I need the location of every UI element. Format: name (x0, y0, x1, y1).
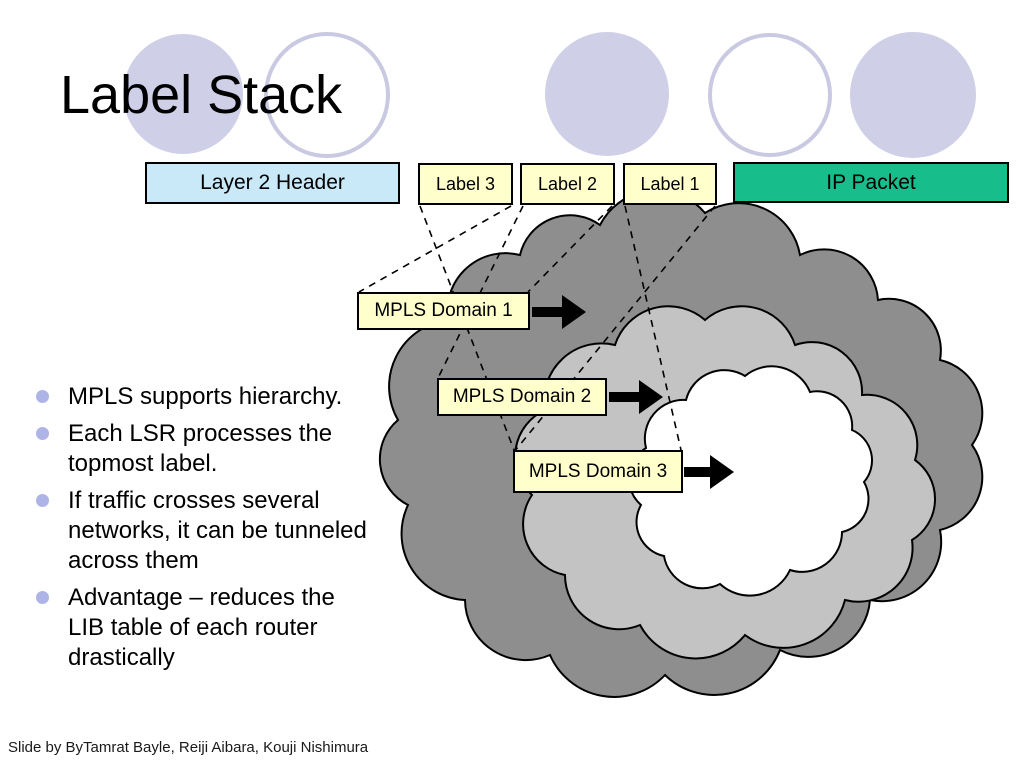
ip-packet-label: IP Packet (826, 170, 916, 194)
list-item: MPLS supports hierarchy. (36, 382, 370, 412)
label3-box: Label 3 (418, 163, 513, 205)
label2-box: Label 2 (520, 163, 615, 205)
bullet-icon (36, 390, 49, 403)
list-item: Advantage – reduces the LIB table of eac… (36, 583, 370, 673)
decor-circle-outlined-icon (264, 32, 390, 158)
label2-label: Label 2 (537, 173, 598, 194)
list-item: If traffic crosses several networks, it … (36, 486, 370, 576)
mpls-domain1-label: MPLS Domain 1 (374, 300, 513, 321)
bullet-icon (36, 494, 49, 507)
layer2-header-box: Layer 2 Header (145, 162, 400, 204)
bullet-icon (36, 427, 49, 440)
decor-circle-filled-icon (850, 32, 976, 158)
bullet-text: Advantage – reduces the LIB table of eac… (68, 584, 335, 671)
projection-dashed-line (358, 205, 512, 293)
ip-packet-box: IP Packet (733, 162, 1009, 203)
bullet-text: Each LSR processes the topmost label. (68, 420, 333, 477)
decor-circle-filled-icon (545, 32, 669, 156)
domain2-arrow-icon (609, 380, 663, 414)
domain3-arrow-icon (684, 455, 734, 489)
mpls-domain1-callout: MPLS Domain 1 (357, 292, 530, 330)
label1-label: Label 1 (640, 173, 700, 194)
decor-circle-outlined-icon (708, 33, 832, 157)
slide-credit: Slide by ByTamrat Bayle, Reiji Aibara, K… (8, 739, 369, 756)
domain-arrows (532, 295, 734, 489)
decor-circle-filled-icon (123, 34, 243, 154)
projection-dashed-line (624, 205, 682, 451)
domain1-arrow-icon (532, 295, 586, 329)
bullet-icon (36, 591, 49, 604)
bullet-text: MPLS supports hierarchy. (68, 383, 343, 410)
label1-box: Label 1 (623, 163, 717, 205)
mpls-domain3-callout: MPLS Domain 3 (513, 450, 683, 493)
list-item: Each LSR processes the topmost label. (36, 419, 370, 479)
slide-title: Label Stack (60, 65, 343, 125)
mpls-domain3-label: MPLS Domain 3 (528, 460, 668, 482)
mpls-domain2-label: MPLS Domain 2 (452, 386, 592, 407)
bullet-list: MPLS supports hierarchy. Each LSR proces… (36, 382, 370, 680)
layer2-header-label: Layer 2 Header (200, 171, 345, 194)
label3-label: Label 3 (435, 173, 496, 194)
mpls-domain3-cloud (627, 365, 874, 597)
bullet-text: If traffic crosses several networks, it … (68, 487, 367, 574)
mpls-domain2-callout: MPLS Domain 2 (437, 378, 607, 416)
